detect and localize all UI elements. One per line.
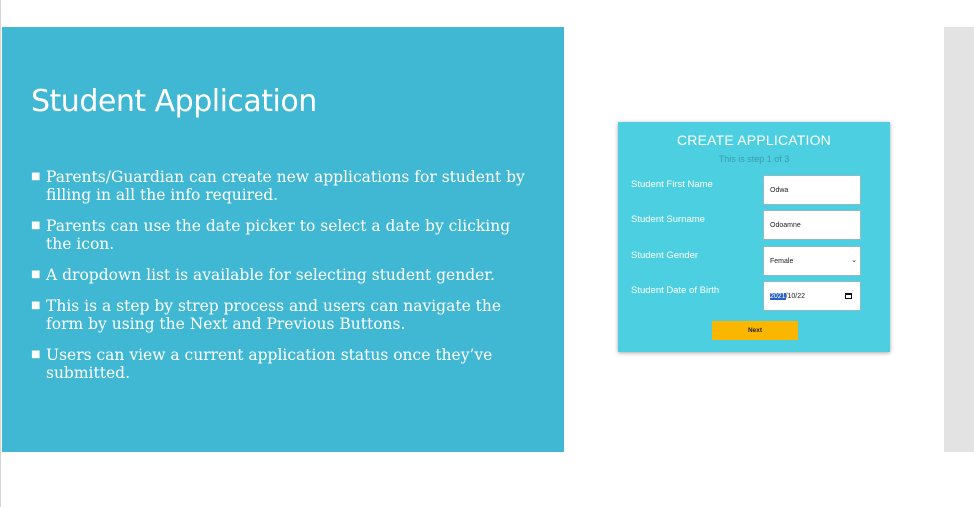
dob-date-input[interactable]: 2021 /10/22 [763, 281, 861, 311]
square-bullet-icon: ■ [31, 269, 41, 280]
bullet-text: Parents/Guardian can create new applicat… [46, 168, 525, 204]
form-title: CREATE APPLICATION [676, 132, 831, 148]
bullet-text: This is a step by strep process and user… [46, 297, 502, 333]
slide-title: Student Application [31, 84, 317, 119]
chevron-down-icon: ⌄ [851, 257, 857, 264]
square-bullet-icon: ■ [31, 349, 41, 360]
square-bullet-icon: ■ [31, 300, 41, 311]
feature-bullet-list: ■ Parents/Guardian can create new applic… [31, 168, 536, 395]
create-application-form: CREATE APPLICATION This is step 1 of 3 S… [618, 122, 890, 352]
first-name-value: Odwa [770, 186, 789, 194]
surname-input[interactable]: Odoamne [763, 210, 861, 240]
gender-select[interactable]: Female ⌄ [763, 246, 861, 276]
gender-value: Female [770, 257, 794, 265]
dob-label: Student Date of Birth [631, 285, 720, 296]
dob-rest-segment: /10/22 [785, 292, 806, 300]
calendar-icon[interactable] [845, 293, 852, 299]
dob-year-segment[interactable]: 2021 [770, 292, 786, 300]
bullet-text: Users can view a current application sta… [46, 346, 493, 382]
bullet-text: A dropdown list is available for selecti… [46, 266, 495, 284]
square-bullet-icon: ■ [31, 220, 41, 231]
bullet-item: ■ Parents can use the date picker to sel… [31, 217, 536, 253]
bullet-item: ■ This is a step by strep process and us… [31, 297, 536, 333]
surname-label: Student Surname [631, 214, 705, 225]
first-name-input[interactable]: Odwa [763, 175, 861, 205]
step-indicator: This is step 1 of 3 [718, 154, 790, 164]
bullet-item: ■ Parents/Guardian can create new applic… [31, 168, 536, 204]
gender-label: Student Gender [631, 250, 699, 261]
square-bullet-icon: ■ [31, 171, 41, 182]
bullet-text: Parents can use the date picker to selec… [46, 217, 511, 253]
first-name-label: Student First Name [631, 179, 713, 190]
next-button[interactable]: Next [712, 321, 798, 340]
bullet-item: ■ A dropdown list is available for selec… [31, 266, 536, 284]
adjacent-slide-edge [944, 27, 974, 452]
slide-content-panel [2, 27, 564, 452]
surname-value: Odoamne [770, 221, 801, 229]
bullet-item: ■ Users can view a current application s… [31, 346, 536, 382]
slide-left-border [0, 0, 1, 507]
